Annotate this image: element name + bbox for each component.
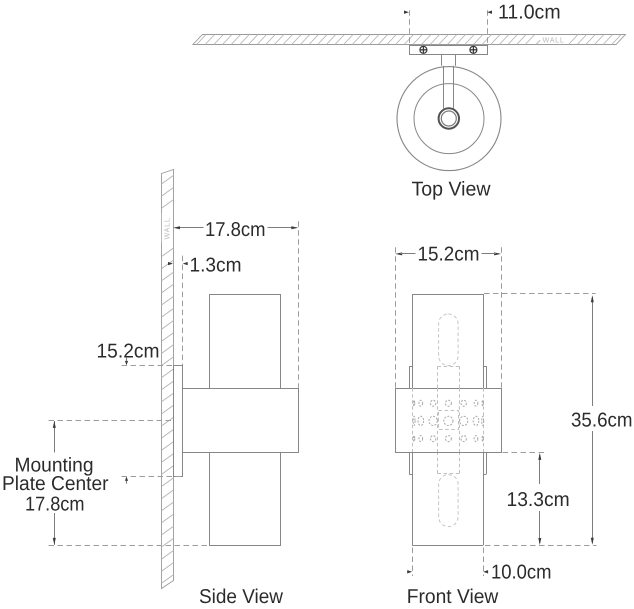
- svg-text:17.8cm: 17.8cm: [205, 219, 266, 241]
- svg-text:1.3cm: 1.3cm: [190, 255, 242, 277]
- svg-text:11.0cm: 11.0cm: [498, 2, 561, 24]
- svg-text:WALL: WALL: [162, 218, 171, 240]
- svg-text:Front View: Front View: [407, 586, 499, 608]
- svg-text:WALL: WALL: [543, 35, 565, 44]
- svg-text:15.2cm: 15.2cm: [418, 243, 480, 265]
- svg-text:Mounting: Mounting: [15, 454, 94, 476]
- svg-text:15.2cm: 15.2cm: [97, 341, 160, 363]
- svg-text:13.3cm: 13.3cm: [507, 489, 570, 511]
- svg-text:35.6cm: 35.6cm: [571, 409, 633, 431]
- svg-text:17.8cm: 17.8cm: [25, 494, 85, 516]
- svg-text:Top View: Top View: [412, 178, 492, 200]
- svg-text:Plate Center: Plate Center: [2, 473, 109, 495]
- svg-text:10.0cm: 10.0cm: [491, 562, 552, 584]
- svg-text:Side View: Side View: [199, 586, 284, 608]
